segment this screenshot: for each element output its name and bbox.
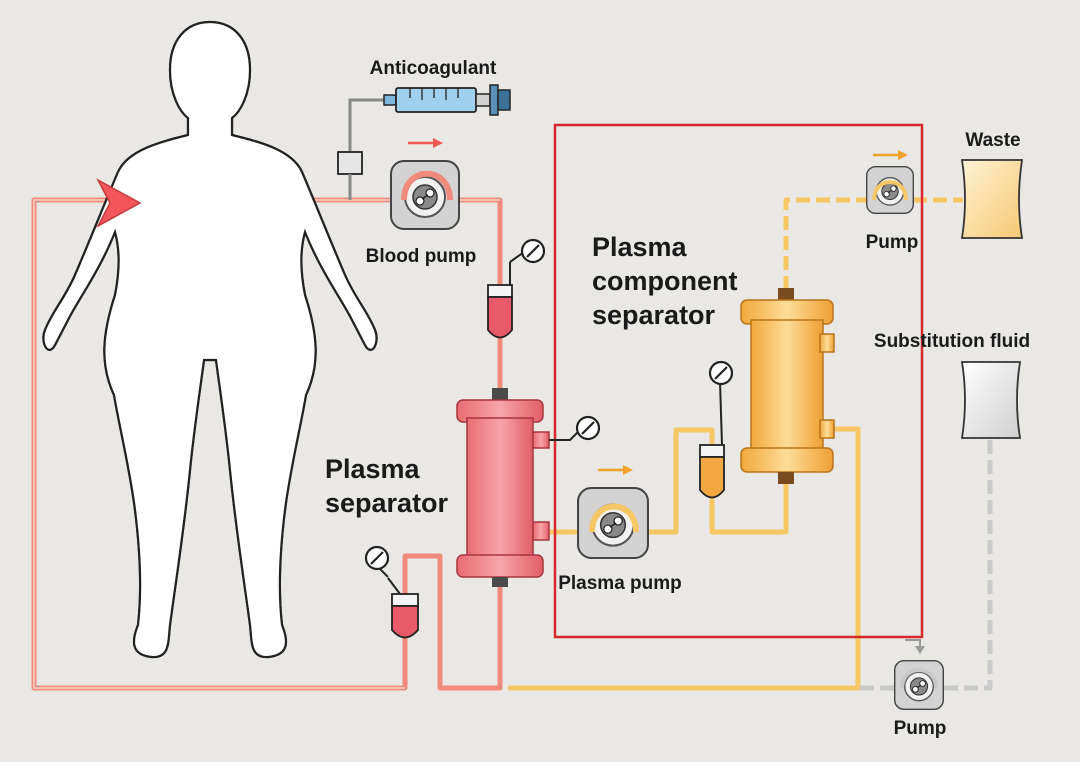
plasma-component-separator-label-line-2: component bbox=[592, 266, 738, 296]
waste-pump-icon bbox=[866, 166, 914, 214]
plasma-lines bbox=[507, 426, 861, 691]
blood-pump-label: Blood pump bbox=[366, 246, 477, 267]
drip-chamber-icon bbox=[379, 568, 419, 639]
plasma-component-separator-label-line-3: separator bbox=[592, 300, 716, 330]
pressure-gauge-icon bbox=[364, 545, 390, 571]
pressure-gauge-icon bbox=[708, 360, 734, 386]
blood-return-arrow-icon bbox=[96, 178, 142, 228]
substitution-flow-arrow-icon bbox=[905, 639, 921, 648]
drip-chamber-icon bbox=[699, 381, 725, 499]
substitution-fluid-label: Substitution fluid bbox=[874, 331, 1030, 352]
substitution-pump-icon bbox=[894, 660, 944, 710]
plasma-pump-icon bbox=[577, 487, 649, 559]
plasma-component-box bbox=[553, 123, 924, 639]
patient-body bbox=[42, 20, 378, 659]
syringe-icon bbox=[337, 84, 511, 200]
anticoagulant-label: Anticoagulant bbox=[370, 58, 497, 79]
substitution-line bbox=[860, 440, 993, 691]
pressure-gauge-icon bbox=[520, 238, 546, 264]
substitution-fluid-bag-icon bbox=[960, 361, 1022, 439]
drip-chamber-icon bbox=[487, 251, 525, 339]
top-pump-label: Pump bbox=[866, 232, 919, 253]
plasma-pump-label: Plasma pump bbox=[558, 573, 682, 594]
plasma-separator-icon bbox=[456, 388, 579, 587]
pressure-gauge-icon bbox=[575, 415, 601, 441]
bottom-pump-label: Pump bbox=[894, 718, 947, 739]
plasma-separator-label-line-1: Plasma bbox=[325, 454, 421, 484]
waste-label: Waste bbox=[965, 130, 1020, 151]
plasma-separator-label-line-2: separator bbox=[325, 488, 449, 518]
blood-pump-icon bbox=[390, 160, 460, 230]
plasma-component-separator-label-line-1: Plasma bbox=[592, 232, 688, 262]
plasma-component-separator-icon bbox=[740, 288, 835, 484]
waste-bag-icon bbox=[960, 159, 1024, 239]
